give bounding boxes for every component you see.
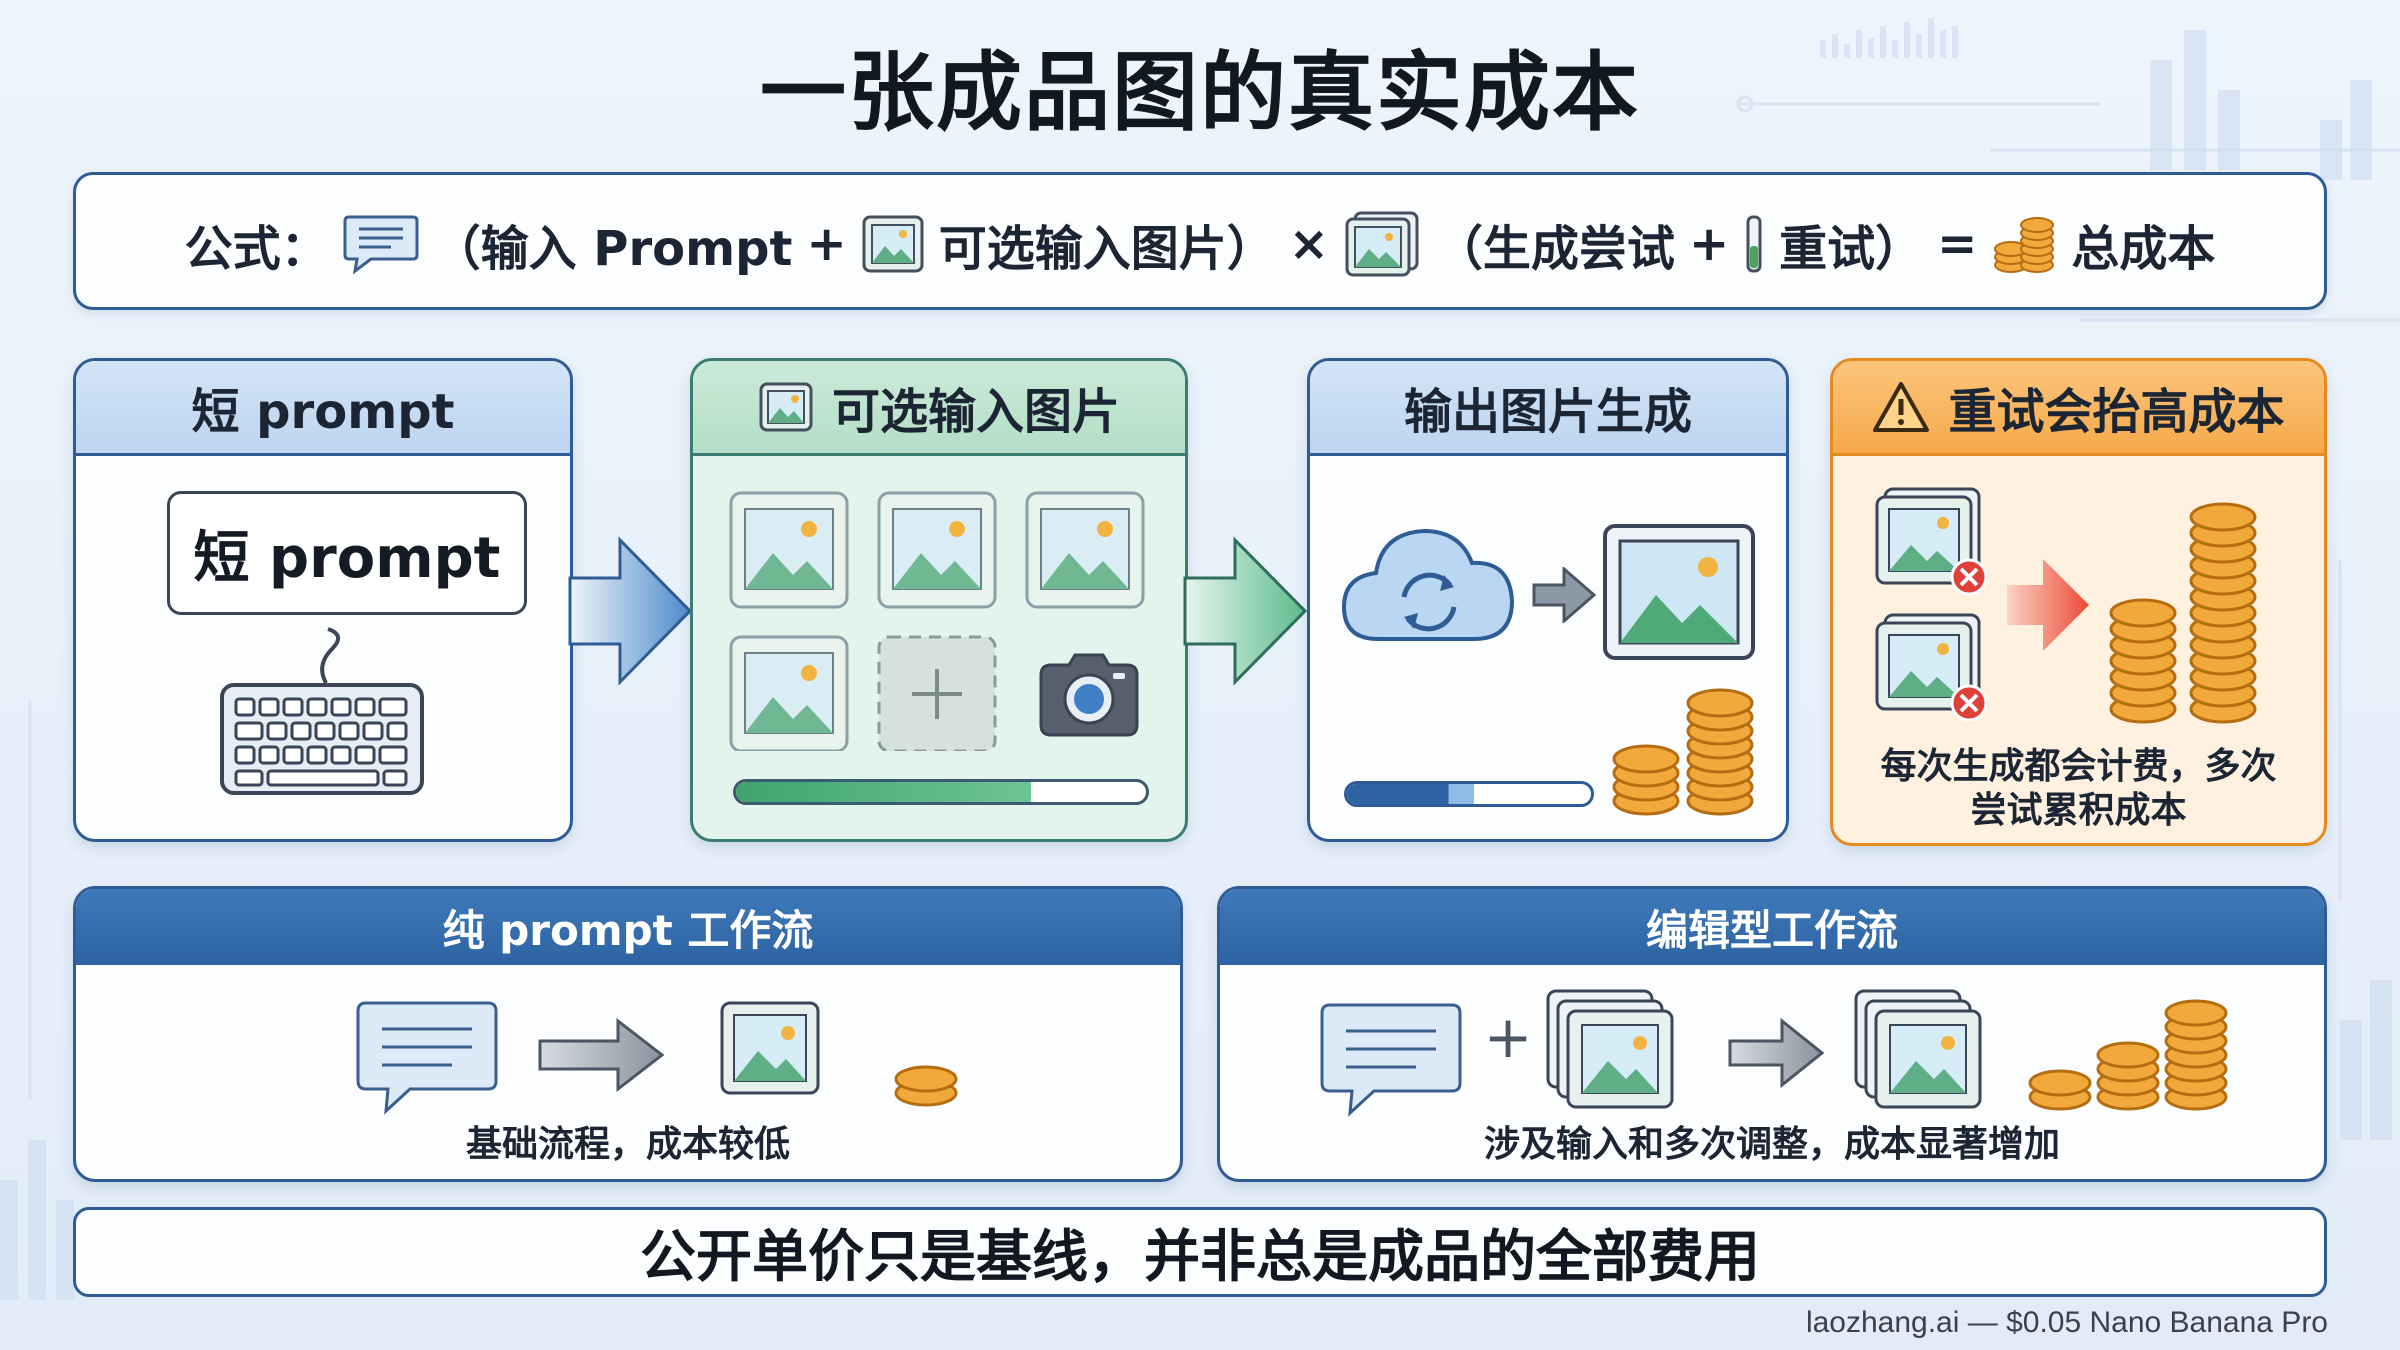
pure-prompt-workflow-card: 纯 prompt 工作流 基础流程，成本较低: [73, 886, 1183, 1182]
image-stack-icon: [1345, 211, 1419, 277]
formula-input-prompt: （输入 Prompt: [432, 221, 793, 277]
retry-note-line-2: 尝试累积成本: [1970, 790, 2187, 831]
pure-workflow-diagram: [356, 1001, 958, 1115]
formula-optional-images: 可选输入图片）: [938, 221, 1275, 277]
image-icon: [862, 215, 924, 273]
camera-icon: [1039, 653, 1139, 737]
thumbnail-image-icon: [729, 491, 849, 609]
retry-note-line-1: 每次生成都会计费，多次: [1880, 746, 2277, 787]
generated-image-icon: [1603, 524, 1755, 660]
formula-times: ×: [1288, 216, 1329, 272]
image-upload-progress: [733, 779, 1149, 805]
retry-cost-card: 重试会抬高成本: [1830, 358, 2327, 846]
failed-attempts-illustration: [1875, 487, 2257, 724]
cost-increase-arrow-icon: [2007, 559, 2089, 651]
retry-cost-card-title: 重试会抬高成本: [1948, 384, 2285, 440]
short-prompt-box: 短 prompt: [167, 491, 527, 615]
pure-prompt-workflow-title: 纯 prompt 工作流: [442, 905, 814, 955]
thumbnail-image-icon: [1025, 491, 1145, 609]
coin-icon: [894, 1065, 958, 1107]
pure-workflow-caption: 基础流程，成本较低: [465, 1124, 790, 1165]
image-icon: [759, 382, 813, 432]
editing-workflow-card: 编辑型工作流: [1217, 886, 2327, 1182]
footer-banner: 公开单价只是基线，并非总是成品的全部费用: [73, 1207, 2327, 1297]
page-title: 一张成品图的真实成本: [760, 43, 1640, 143]
output-generation-card: 输出图片生成: [1307, 358, 1789, 842]
formula-total-cost: 总成本: [2071, 221, 2216, 277]
generation-progress-fill: [1347, 784, 1474, 804]
coins-stack-icon: [2028, 999, 2228, 1111]
growing-coins-icon: [2109, 502, 2257, 724]
keyboard-icon: [220, 627, 424, 795]
flow-arrow-2: [1183, 536, 1308, 686]
edit-workflow-plus: +: [1483, 1003, 1533, 1071]
small-arrow-icon: [1532, 567, 1596, 623]
warning-icon: [1873, 382, 1930, 432]
editing-workflow-title: 编辑型工作流: [1645, 905, 1898, 955]
thumbnail-image-icon: [729, 635, 849, 751]
cloud-sync-icon: [1341, 528, 1515, 641]
test-tube-icon: [1746, 215, 1762, 273]
image-stack-icon: [1546, 989, 1674, 1109]
short-prompt-card-title: 短 prompt: [191, 384, 455, 440]
thumbnail-image-icon: [877, 491, 997, 609]
chat-bubble-icon: [343, 215, 419, 275]
short-prompt-card: 短 prompt 短 prompt: [73, 358, 573, 842]
retry-note: 每次生成都会计费，多次 尝试累积成本: [1833, 745, 2324, 833]
failed-image-icon: [1875, 613, 1988, 722]
formula-bar: 公式： （输入 Prompt + 可选输入图片） × （生成尝试 +: [73, 172, 2327, 310]
image-icon: [720, 1001, 820, 1095]
optional-images-card-title: 可选输入图片: [831, 384, 1120, 440]
optional-images-card: 可选输入图片: [690, 358, 1188, 842]
gray-arrow-icon: [1728, 1017, 1825, 1089]
coins-icon: [1994, 217, 2055, 273]
image-stack-icon: [1854, 989, 1982, 1109]
image-upload-progress-fill: [736, 782, 1032, 802]
formula-plus-1: +: [806, 216, 847, 272]
generation-progress: [1344, 781, 1594, 807]
formula-equals: =: [1937, 216, 1978, 272]
editing-workflow-diagram: [1320, 989, 2228, 1117]
formula-label: 公式：: [184, 221, 329, 277]
editing-workflow-caption: 涉及输入和多次调整，成本显著增加: [1483, 1124, 2060, 1165]
add-image-placeholder-icon: [877, 635, 997, 751]
failed-image-icon: [1875, 487, 1988, 596]
chat-bubble-icon: [1320, 1003, 1462, 1117]
flow-arrow-1: [568, 536, 693, 686]
input-image-grid: [729, 491, 1145, 751]
footer-text: 公开单价只是基线，并非总是成品的全部费用: [640, 1224, 1760, 1290]
formula-plus-2: +: [1688, 216, 1730, 272]
coins-stack-icon: [1612, 688, 1754, 816]
formula-retries: 重试）: [1779, 221, 1924, 277]
credit-text: laozhang.ai — $0.05 Nano Banana Pro: [1805, 1306, 2328, 1339]
gray-arrow-icon: [538, 1017, 665, 1093]
formula-generation-attempts: （生成尝试: [1434, 221, 1675, 277]
chat-bubble-icon: [356, 1001, 498, 1115]
output-generation-card-title: 输出图片生成: [1403, 384, 1692, 440]
